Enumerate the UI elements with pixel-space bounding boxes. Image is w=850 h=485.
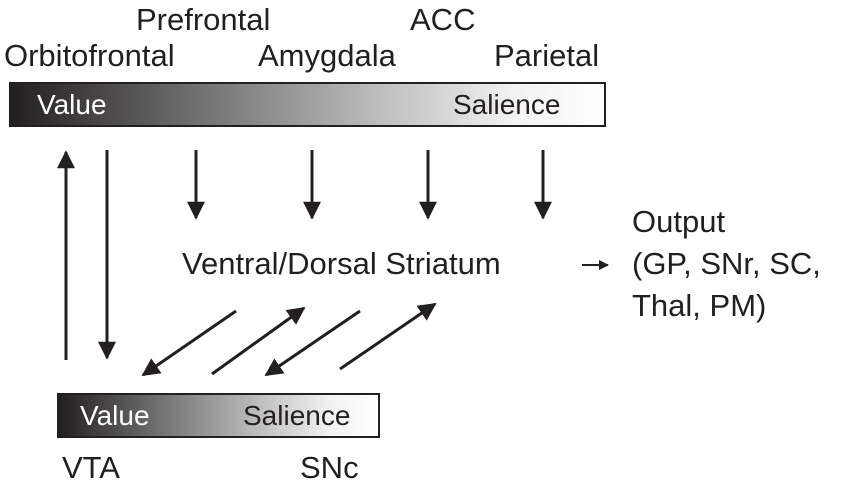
- top-gradient-bar: Value Salience: [9, 82, 606, 127]
- label-output-title: Output: [632, 204, 726, 239]
- label-vta: VTA: [62, 450, 120, 485]
- label-parietal: Parietal: [494, 38, 600, 73]
- label-striatum: Ventral/Dorsal Striatum: [182, 246, 501, 281]
- label-output-regions-1: (GP, SNr, SC,: [632, 246, 821, 281]
- label-prefrontal: Prefrontal: [136, 2, 271, 37]
- label-snc: SNc: [300, 450, 359, 485]
- arrow-vta-to-striatum: [211, 306, 306, 376]
- bottom-bar-salience-label: Salience: [243, 400, 351, 431]
- label-orbitofrontal: Orbitofrontal: [4, 38, 175, 73]
- label-amygdala: Amygdala: [258, 38, 396, 73]
- label-acc: ACC: [410, 2, 476, 37]
- top-bar-value-label: Value: [37, 89, 107, 120]
- label-output-regions-2: Thal, PM): [632, 288, 767, 323]
- bottom-bar-value-label: Value: [80, 400, 150, 431]
- top-bar-salience-label: Salience: [453, 89, 561, 120]
- bottom-gradient-bar: Value Salience: [57, 393, 380, 438]
- arrow-snc-to-striatum: [339, 302, 437, 371]
- arrow-striatum-to-vta: [141, 309, 237, 377]
- arrow-striatum-to-snc: [264, 309, 361, 377]
